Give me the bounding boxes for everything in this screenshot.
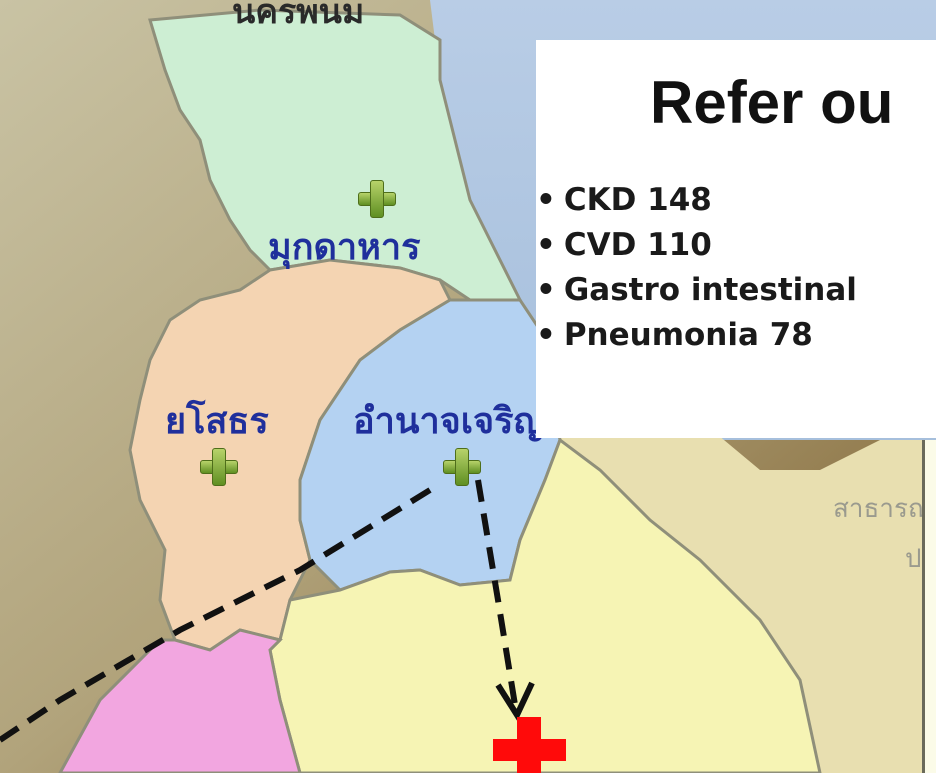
province-pink [58, 628, 302, 773]
province-label-yasothon: ยโสธร [165, 400, 269, 442]
health-center-plus-icon [358, 180, 396, 218]
top-province-label: นครพนม [232, 0, 365, 32]
route-arrowhead [495, 681, 535, 722]
hospital-cross-icon [493, 717, 566, 773]
route-line-south [475, 479, 518, 706]
refer-item-gastro: Gastro intestinal [536, 268, 857, 313]
refer-title: Refer ou [650, 69, 894, 136]
health-center-plus-icon [200, 448, 238, 486]
refer-item-cvd: CVD 110 [536, 223, 857, 268]
refer-item-pneumonia: Pneumonia 78 [536, 313, 857, 358]
inset-panel-edge [922, 440, 936, 773]
route-line-west [0, 487, 432, 743]
refer-list: CKD 148 CVD 110 Gastro intestinal Pneumo… [536, 178, 857, 358]
ghost-text-top: สาธารณ [833, 493, 933, 523]
health-center-plus-icon [443, 448, 481, 486]
refer-out-panel: Refer ou CKD 148 CVD 110 Gastro intestin… [536, 40, 936, 438]
ghost-text-bottom: ป [905, 543, 922, 573]
province-label-amnat-charoen: อำนาจเจริญ [353, 400, 545, 442]
province-label-mukdahan: มุกดาหาร [268, 226, 421, 268]
refer-item-ckd: CKD 148 [536, 178, 857, 223]
